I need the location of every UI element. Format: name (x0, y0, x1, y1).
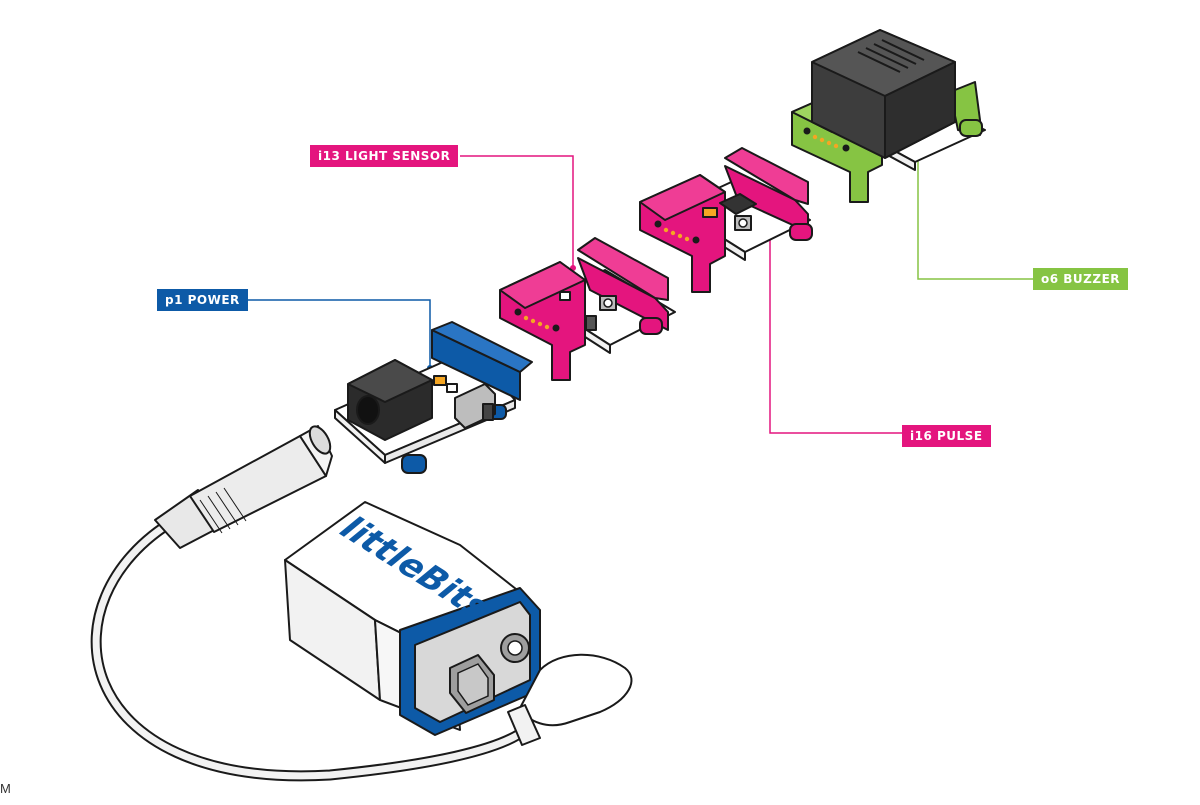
light-sensor-label: i13 LIGHT SENSOR (310, 145, 459, 167)
battery-trademark: ™ (455, 590, 468, 603)
light-sensor-leader-line (460, 155, 574, 268)
buzzer-label: o6 BUZZER (1033, 268, 1129, 290)
battery-cable (90, 514, 531, 782)
buzzer-module (791, 29, 986, 203)
pulse-module (639, 147, 813, 293)
barrel-plug (154, 425, 333, 549)
power-module (334, 321, 533, 474)
power-leader-line (247, 299, 431, 368)
leader-lines (247, 111, 1033, 434)
corner-mark: M (0, 781, 11, 796)
battery-snap (507, 653, 633, 746)
pulse-label: i16 PULSE (902, 425, 991, 447)
battery: littleBits ™ (284, 501, 541, 736)
buzzer-leader-line (917, 114, 1033, 280)
pulse-leader-line (769, 226, 902, 434)
light-sensor-module (499, 237, 676, 381)
power-label: p1 POWER (157, 289, 248, 311)
